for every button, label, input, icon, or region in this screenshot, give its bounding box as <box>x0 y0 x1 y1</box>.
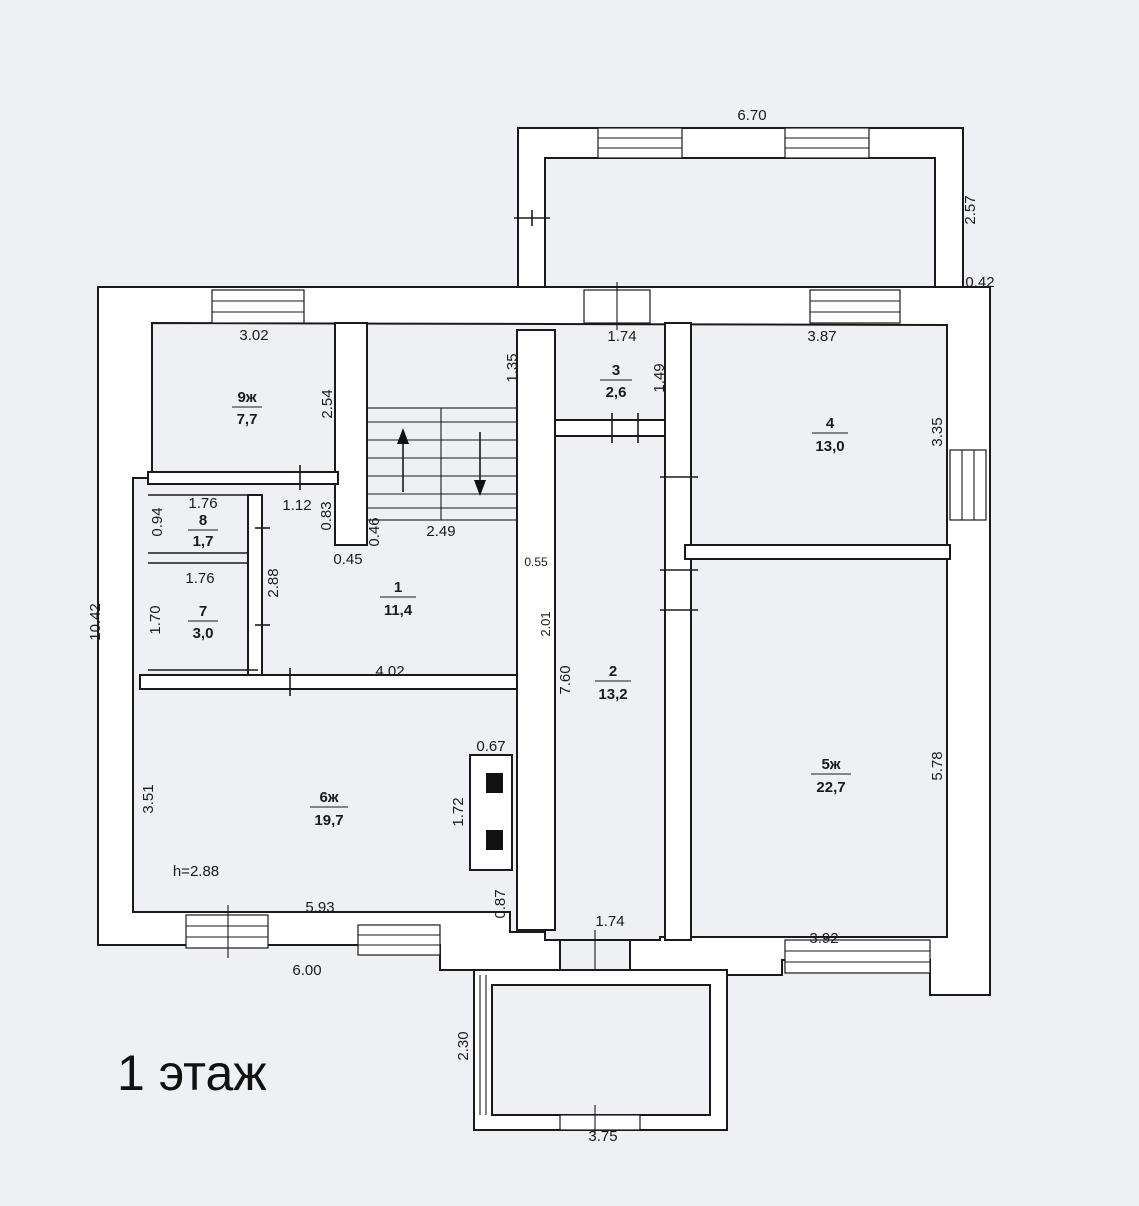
room-2-number: 2 <box>609 663 617 680</box>
bottom-porch <box>473 969 728 1135</box>
room-labels: 9ж 7,7 3 2,6 4 13,0 8 1,7 1 11,4 7 3,0 2… <box>188 362 851 829</box>
dim-room4-depth: 3.35 <box>929 417 946 446</box>
dim-room5-width: 3.92 <box>809 930 838 947</box>
dim-corridor-length: 7.60 <box>557 665 574 694</box>
dim-overall-depth: 10.42 <box>87 603 104 641</box>
dim-room1-depth: 2.88 <box>265 568 282 597</box>
room-7-number: 7 <box>199 603 207 620</box>
dimension-labels: 6.70 2.57 0.42 3.02 2.54 1.35 1.74 1.49 … <box>87 107 995 1145</box>
dim-room4-width: 3.87 <box>807 328 836 345</box>
room-4-area: 13,0 <box>815 438 844 455</box>
room-8-area: 1,7 <box>193 533 214 550</box>
staircase <box>366 407 518 521</box>
dim-room3-width: 1.74 <box>607 328 636 345</box>
floor-label: 1 этаж <box>117 1045 267 1101</box>
dim-stair-top: 1.35 <box>504 353 521 382</box>
room-1-number: 1 <box>394 579 402 596</box>
dim-stair-width: 2.49 <box>426 523 455 540</box>
dim-stair-0-45: 0.45 <box>333 551 362 568</box>
room-6-area: 19,7 <box>314 812 343 829</box>
room-3-area: 2,6 <box>606 384 627 401</box>
dim-top-annex-width: 6.70 <box>737 107 766 124</box>
room-3-number: 3 <box>612 362 620 379</box>
dim-room7-depth: 1.70 <box>147 605 164 634</box>
dim-room6-width: 5.93 <box>305 899 334 916</box>
room-9-area: 7,7 <box>237 411 258 428</box>
room-4-number: 4 <box>826 415 835 432</box>
dim-room9-width: 3.02 <box>239 327 268 344</box>
dim-porch-width: 3.75 <box>588 1128 617 1145</box>
dim-corridor-2-01: 2.01 <box>538 611 553 636</box>
dim-room8-width: 1.76 <box>188 495 217 512</box>
room-2-area: 13,2 <box>598 686 627 703</box>
dim-door-bottom: 1.74 <box>595 913 624 930</box>
room-9-number: 9ж <box>238 389 257 406</box>
dim-door-1-12: 1.12 <box>282 497 311 514</box>
room-8-number: 8 <box>199 512 207 529</box>
dim-outer-bottom: 6.00 <box>292 962 321 979</box>
room-7-area: 3,0 <box>193 625 214 642</box>
dim-stair-0-46: 0.46 <box>366 517 383 546</box>
room-5-number: 5ж <box>822 756 841 773</box>
room-6-number: 6ж <box>320 789 339 806</box>
dim-wall-thickness: 0.42 <box>965 274 994 291</box>
dim-room7-width: 1.76 <box>185 570 214 587</box>
dim-stove-width: 0.67 <box>476 738 505 755</box>
dim-room8-depth: 0.94 <box>149 507 166 536</box>
dim-stove-depth: 1.72 <box>450 797 467 826</box>
interior-walls <box>139 322 951 941</box>
dim-room5-depth: 5.78 <box>929 751 946 780</box>
dim-wall-0-87: 0.87 <box>492 889 509 918</box>
dim-room9-depth: 2.54 <box>319 389 336 418</box>
outer-wall <box>97 282 991 996</box>
dim-room3-depth: 1.49 <box>651 363 668 392</box>
dim-room1-width: 4.02 <box>375 663 404 680</box>
room-5-area: 22,7 <box>816 779 845 796</box>
dim-room6-depth: 3.51 <box>140 784 157 813</box>
room-1-area: 11,4 <box>384 602 413 619</box>
top-annex <box>514 127 964 291</box>
dim-corridor-0-55: 0.55 <box>524 555 548 569</box>
dim-top-annex-depth: 2.57 <box>962 195 979 224</box>
dim-stair-0-83: 0.83 <box>318 501 335 530</box>
dim-porch-depth: 2.30 <box>455 1031 472 1060</box>
ceiling-height: h=2.88 <box>173 863 219 880</box>
